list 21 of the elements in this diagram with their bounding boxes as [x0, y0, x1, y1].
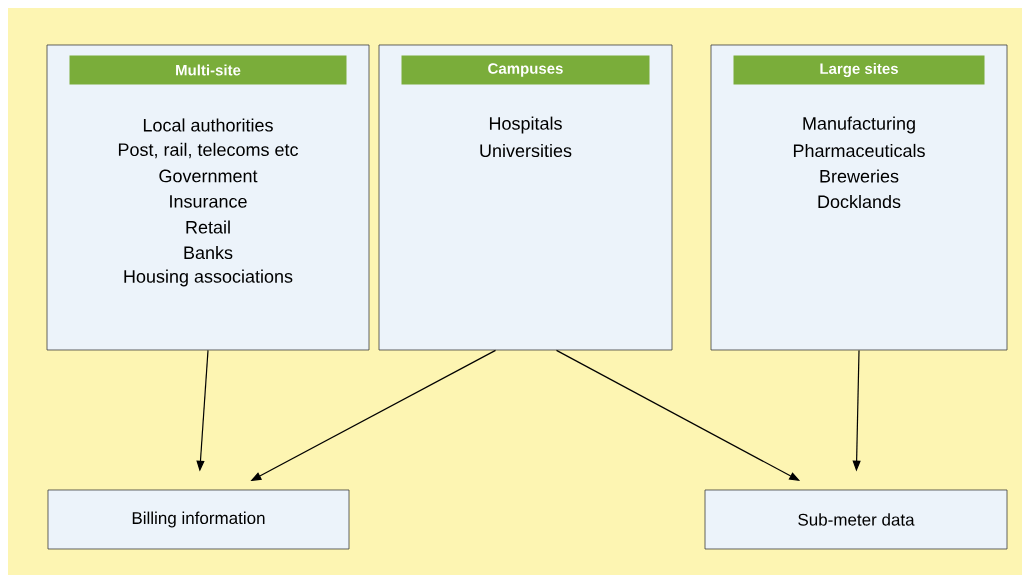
header-bar: Multi-site — [69, 55, 347, 85]
category-box — [378, 44, 673, 351]
list-item: Pharmaceuticals — [793, 143, 925, 158]
list-item: Hospitals — [489, 116, 562, 134]
category-box — [710, 44, 1008, 351]
list-item: Government — [159, 169, 258, 183]
output-box: Billing information — [47, 489, 350, 550]
header-bar: Large sites — [733, 55, 985, 85]
list-item: Retail — [186, 220, 230, 234]
list-item: Manufacturing — [803, 116, 915, 134]
output-box: Sub-meter data — [704, 489, 1008, 550]
list-item: Post, rail, telecoms etc — [118, 142, 299, 159]
list-item: Breweries — [820, 169, 899, 183]
list-item: Universities — [480, 143, 572, 158]
list-item: Banks — [184, 245, 233, 260]
list-item: Local authorities — [143, 118, 273, 132]
list-item: Docklands — [818, 194, 901, 209]
header-bar: Campuses — [401, 55, 650, 85]
list-item: Housing associations — [124, 269, 293, 287]
list-item: Insurance — [170, 195, 247, 208]
category-box — [46, 44, 370, 351]
